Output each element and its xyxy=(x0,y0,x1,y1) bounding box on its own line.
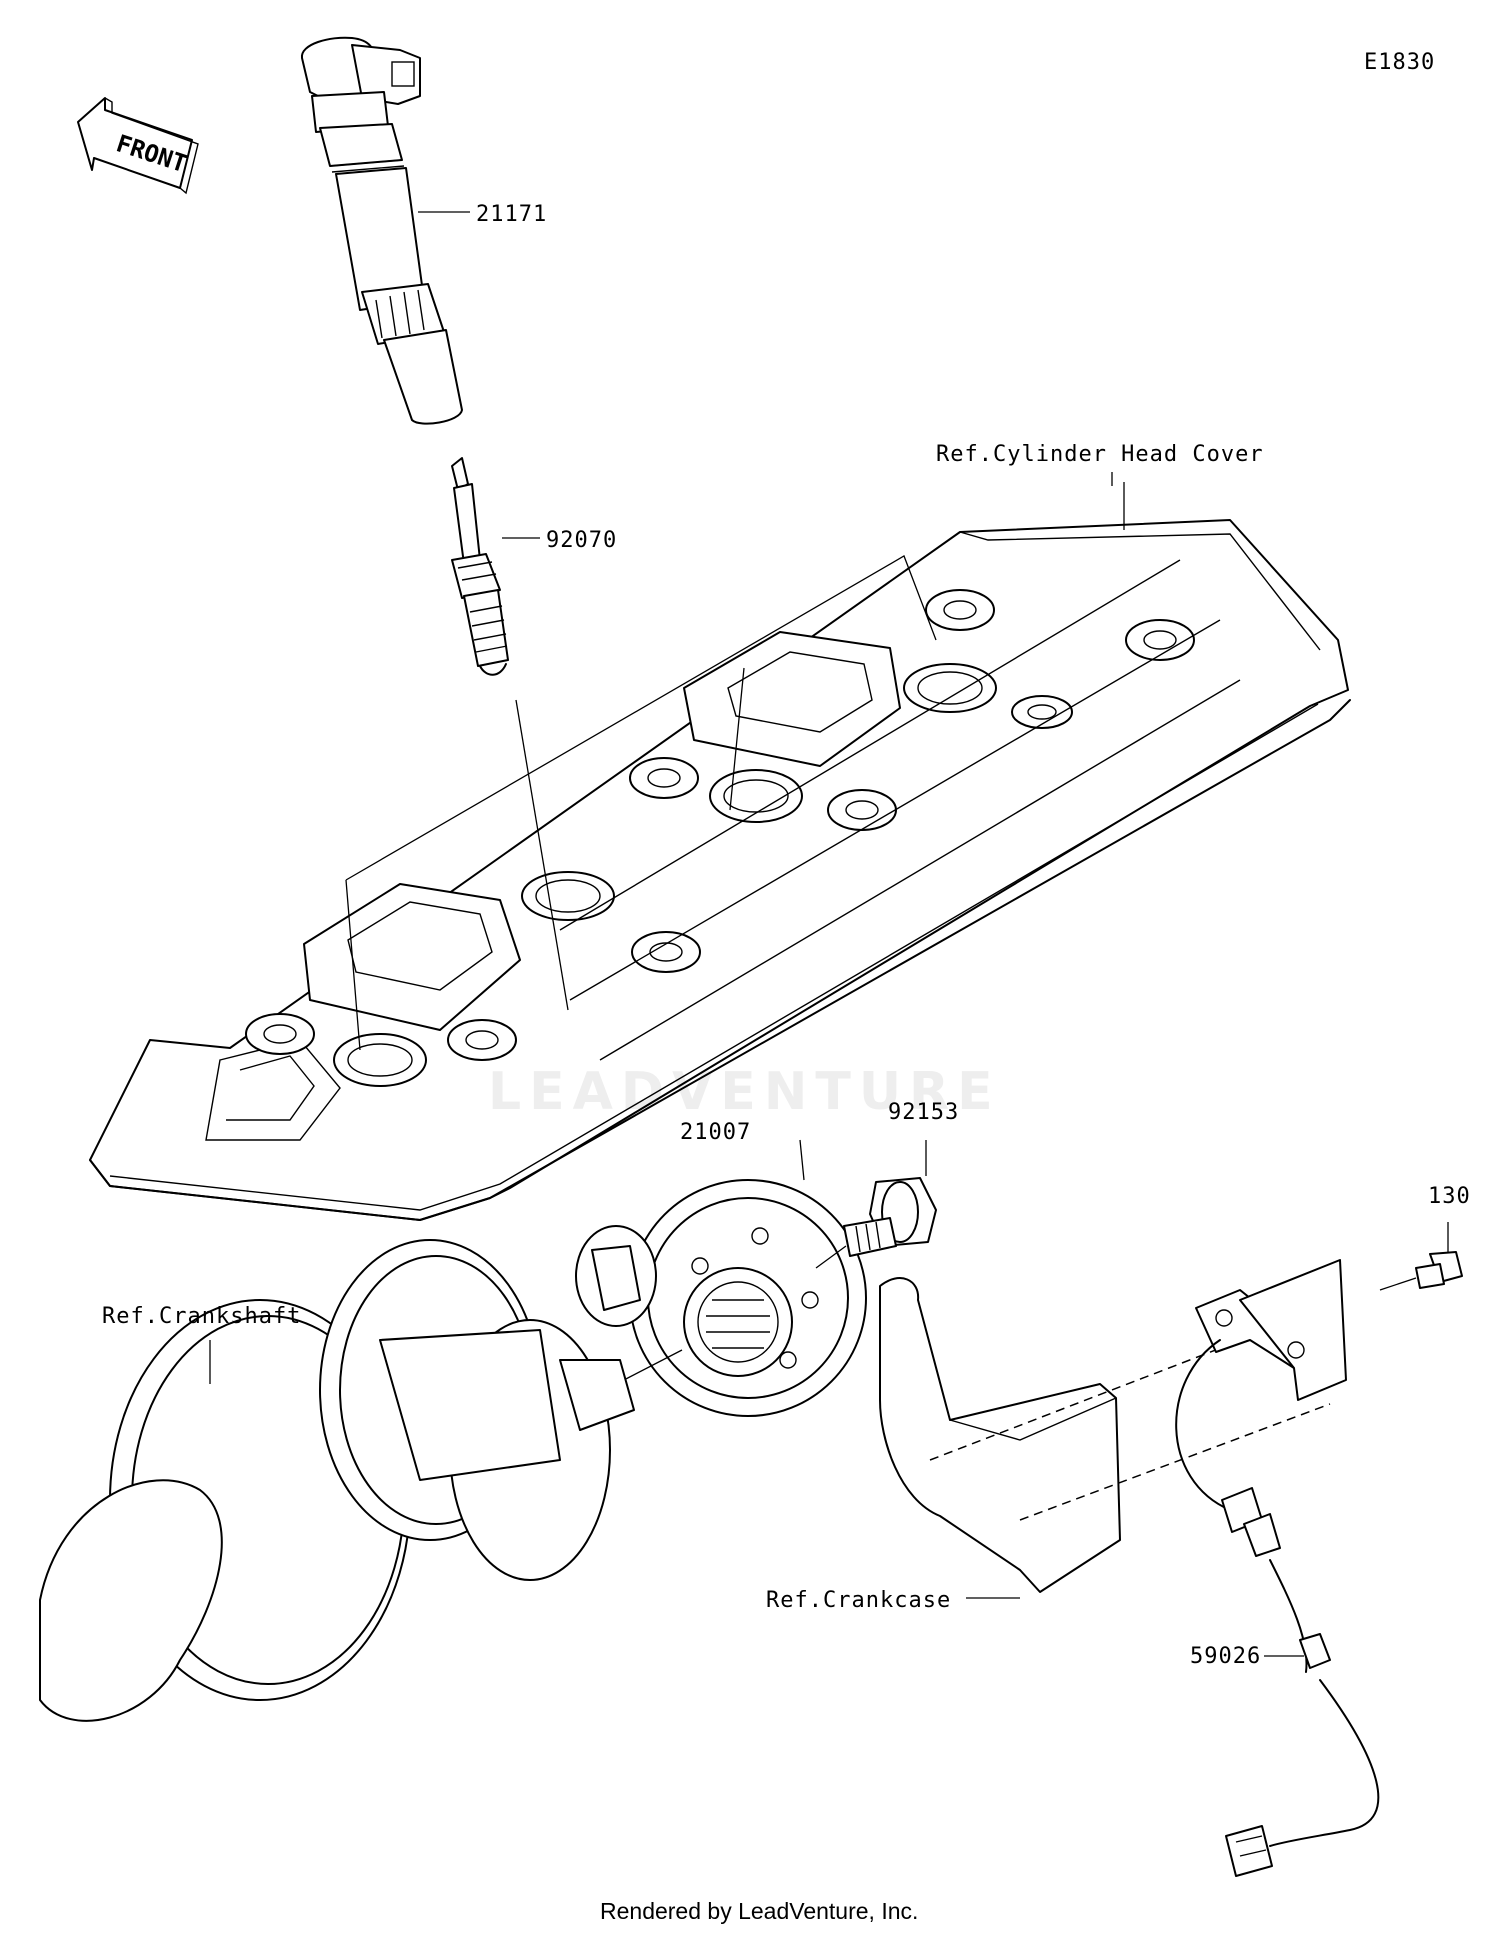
spark-plug xyxy=(451,457,540,676)
diagram-code: E1830 xyxy=(1364,50,1436,75)
cylinder-head-cover xyxy=(89,482,1351,1221)
bolt-130 xyxy=(1379,1222,1463,1291)
part-number-92153: 92153 xyxy=(888,1100,960,1125)
crankshaft-sensor-harness xyxy=(1175,1259,1380,1877)
part-number-92070: 92070 xyxy=(546,528,618,553)
part-number-21007: 21007 xyxy=(680,1120,752,1145)
part-number-130: 130 xyxy=(1428,1184,1471,1209)
timing-rotor xyxy=(619,1139,867,1417)
crankshaft xyxy=(39,1225,657,1722)
front-direction-arrow: FRONT xyxy=(77,97,199,195)
bolt-92153 xyxy=(815,1140,937,1269)
footer-credit: Rendered by LeadVenture, Inc. xyxy=(600,1898,919,1924)
ref-crankshaft: Ref.Crankshaft xyxy=(102,1304,302,1329)
crankcase xyxy=(879,1277,1331,1599)
ref-crankcase: Ref.Crankcase xyxy=(766,1588,952,1613)
part-number-59026: 59026 xyxy=(1190,1644,1262,1669)
ignition-coil xyxy=(300,36,470,425)
watermark-text: LEADVENTURE xyxy=(488,1062,1001,1122)
ref-cylinder-head-cover: Ref.Cylinder Head Cover xyxy=(936,442,1264,467)
part-number-21171: 21171 xyxy=(476,202,548,227)
